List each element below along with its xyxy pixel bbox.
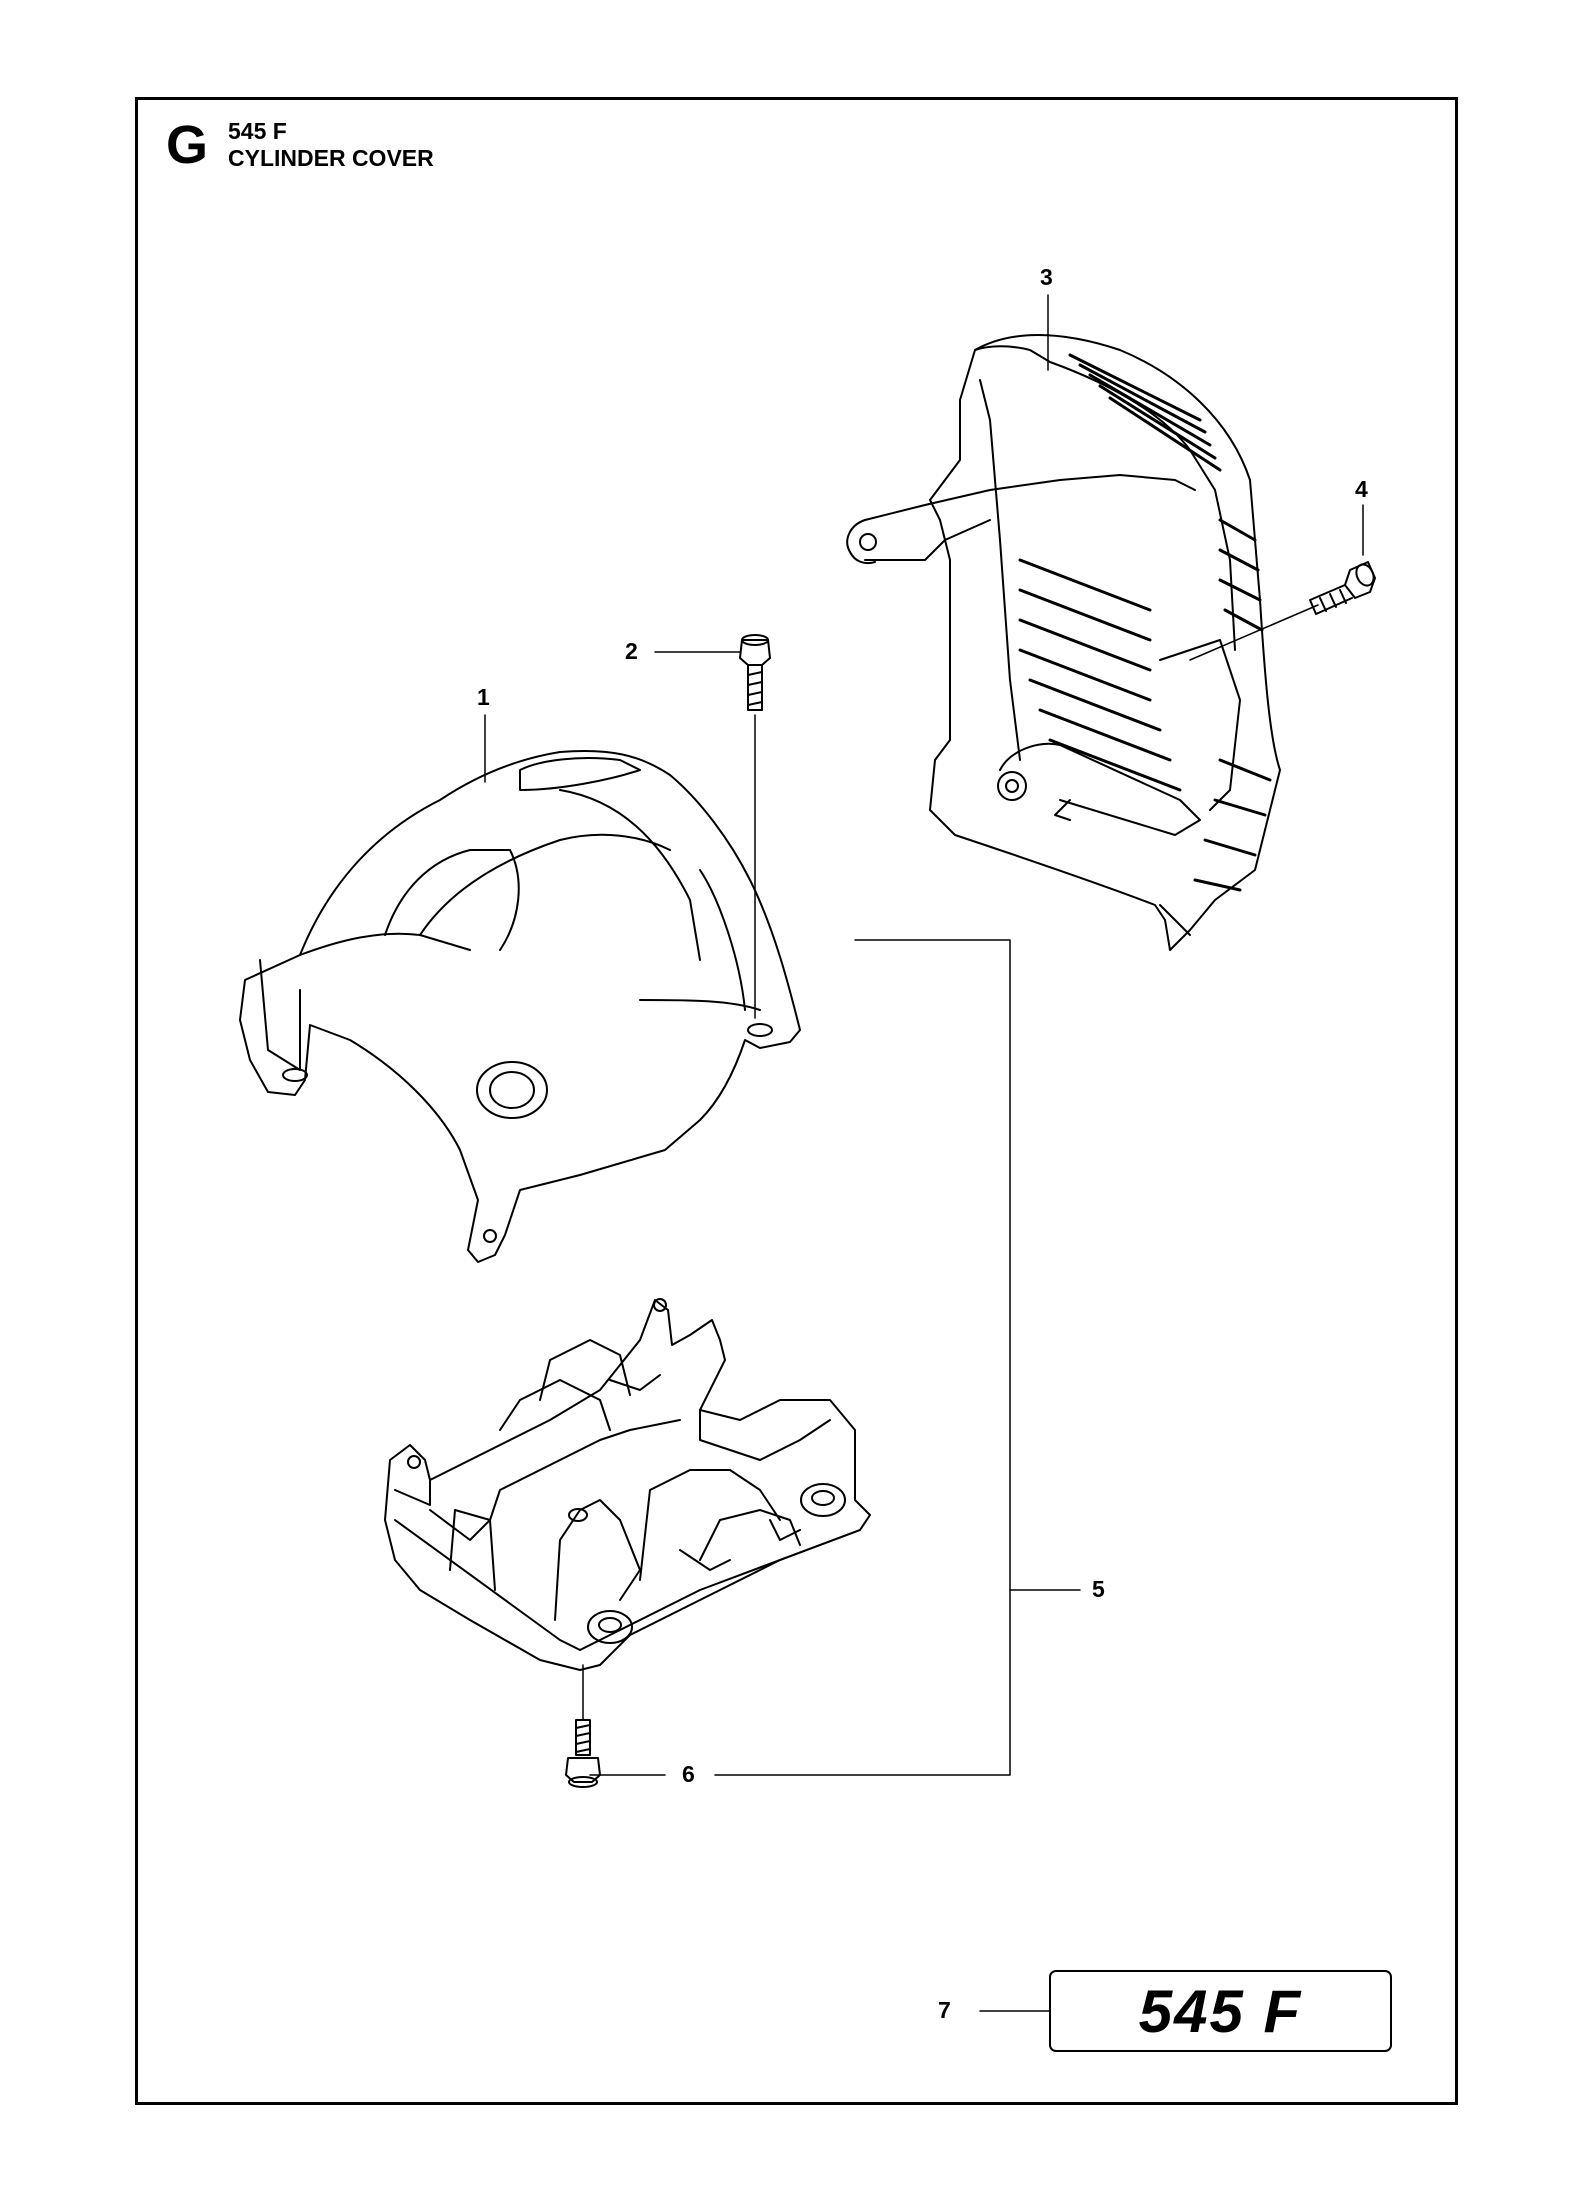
decal-icon: 545 F: [1049, 1970, 1392, 2052]
leader-5-bracket: [714, 939, 1011, 1776]
section-title: CYLINDER COVER: [228, 145, 434, 171]
screw-icon: [739, 634, 771, 711]
cylinder-cover-base-icon: [384, 1298, 871, 1671]
callout-3: 3: [1040, 264, 1053, 290]
section-letter: G: [166, 115, 209, 175]
leader-lines: [484, 294, 1364, 2012]
callout-4: 4: [1355, 476, 1368, 502]
model-title: 545 F: [228, 118, 287, 144]
cylinder-cover-icon: [239, 749, 801, 1263]
drawing-frame: [135, 97, 1458, 2105]
callout-2: 2: [625, 638, 638, 664]
cover-port: [476, 1061, 548, 1119]
muffler-guard-icon: [846, 334, 1281, 951]
base-grommet: [587, 1610, 633, 1644]
callout-6: 6: [682, 1761, 695, 1787]
callout-5: 5: [1092, 1576, 1105, 1602]
guard-boss: [997, 771, 1027, 801]
leader-4-axis: [1189, 604, 1319, 661]
guard-vents: [1018, 353, 1272, 892]
decal-label: 545 F: [1138, 1977, 1303, 2045]
callout-1: 1: [477, 684, 490, 710]
screw-icon: [1309, 561, 1376, 615]
base-grommet: [800, 1483, 846, 1517]
callout-7: 7: [938, 1997, 951, 2023]
screw-icon: [565, 1719, 601, 1788]
